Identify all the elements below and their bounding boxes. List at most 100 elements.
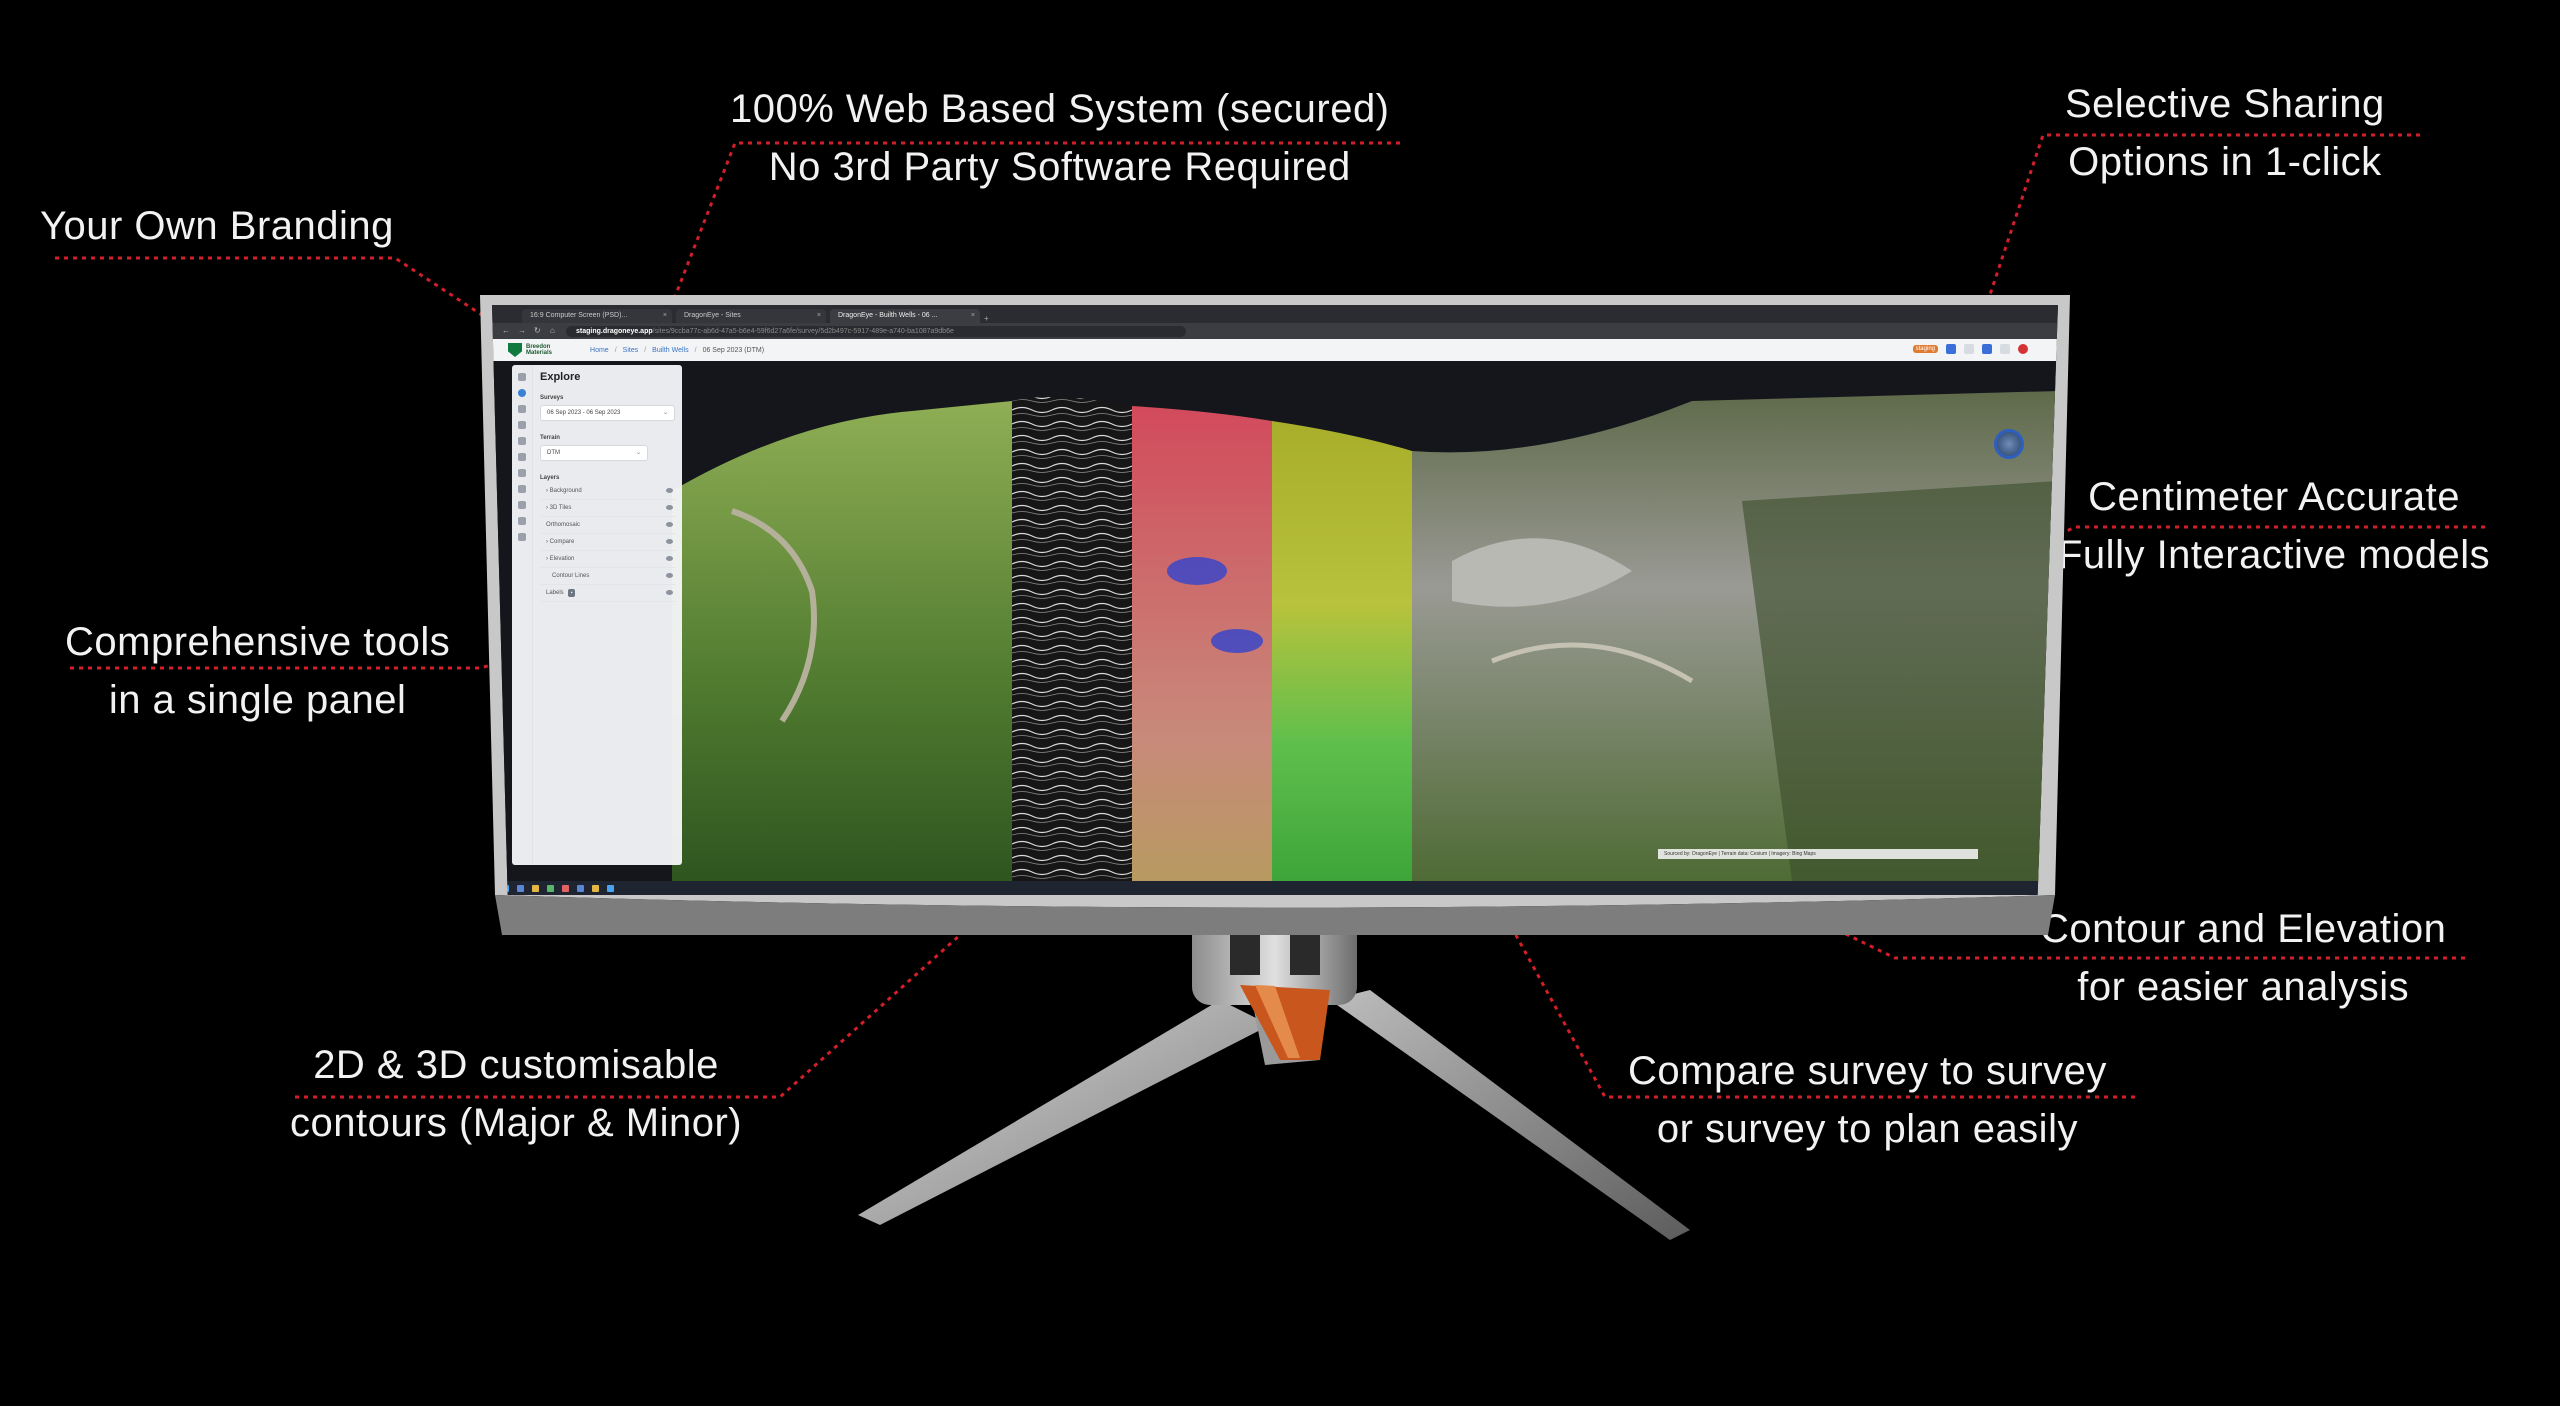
draw-icon[interactable] [518, 421, 526, 429]
url-field[interactable]: staging.dragoneye.app/sites/9ccba77c-ab6… [566, 325, 1186, 337]
staging-badge: staging [1912, 345, 1938, 353]
breadcrumb-sites[interactable]: Sites [622, 346, 639, 354]
history-icon[interactable] [518, 485, 526, 493]
monitor: 16:9 Computer Screen (PSD)... × DragonEy… [480, 295, 2070, 935]
callout-branding: Your Own Branding [40, 197, 394, 255]
layer-label: Labels [546, 590, 564, 596]
callout-contours-line1: 2D & 3D customisable [313, 1043, 719, 1087]
callout-contour-elevation: Contour and Elevation for easier analysi… [2040, 900, 2446, 1016]
browser-icon[interactable] [577, 884, 584, 892]
surveys-select-value: 06 Sep 2023 - 06 Sep 2023 [547, 410, 621, 416]
eye-icon[interactable] [666, 539, 673, 544]
3d-viewport[interactable]: Sourced by: DragonEye | Terrain data: Ce… [492, 361, 2058, 881]
browser-tab-active[interactable]: DragonEye - Builth Wells - 06 ... × [830, 309, 980, 323]
labels-toggle-chip[interactable]: ▪ [567, 589, 576, 597]
callout-contour-line2: for easier analysis [2077, 965, 2410, 1009]
folder-icon[interactable] [532, 884, 539, 892]
breadcrumb-site[interactable]: Builth Wells [652, 346, 689, 354]
header-toolbar: staging [1912, 344, 2028, 354]
eye-icon[interactable] [666, 556, 673, 561]
close-icon[interactable]: × [970, 312, 975, 319]
share-icon[interactable] [1982, 344, 1992, 354]
layer-item[interactable]: Contour Lines [540, 568, 675, 585]
eye-icon[interactable] [666, 590, 673, 595]
explore-icon[interactable] [518, 389, 526, 397]
callout-web-line1: 100% Web Based System (secured) [730, 87, 1390, 131]
layer-label: Contour Lines [552, 573, 590, 579]
layer-item[interactable]: › Compare [540, 534, 675, 551]
callout-compare-line2: or survey to plan easily [1656, 1107, 2078, 1151]
layer-label: Background [549, 488, 582, 494]
record-icon[interactable] [2018, 344, 2028, 354]
layer-item[interactable]: › 3D Tiles [540, 500, 675, 517]
eye-icon[interactable] [666, 522, 673, 527]
reload-icon[interactable]: ↻ [534, 326, 541, 335]
camera-icon[interactable] [518, 517, 526, 525]
layer-item[interactable]: › Elevation [540, 551, 675, 568]
layer-item[interactable]: Labels▪ [540, 585, 675, 602]
close-icon[interactable]: × [662, 312, 667, 319]
brand-logo[interactable]: Breedon Materials [508, 343, 552, 357]
leader-contour [1574, 800, 2465, 960]
user-icon[interactable] [2000, 344, 2010, 354]
document-icon[interactable] [518, 501, 526, 509]
layers-icon[interactable] [1946, 344, 1956, 354]
os-taskbar [492, 881, 2058, 895]
compass-icon[interactable] [1994, 429, 2024, 459]
callout-compare: Compare survey to survey or survey to pl… [1628, 1042, 2107, 1158]
app-icon[interactable] [592, 884, 599, 892]
breadcrumb-home[interactable]: Home [590, 346, 609, 354]
chevron-down-icon: ⌄ [635, 450, 641, 456]
measure-icon[interactable] [1964, 344, 1974, 354]
layer-item[interactable]: › Background [540, 483, 675, 500]
layers-label: Layers [540, 475, 560, 481]
forward-icon[interactable]: → [518, 326, 526, 335]
terrain-icon[interactable] [518, 469, 526, 477]
eye-icon[interactable] [666, 505, 673, 510]
app-icon[interactable] [607, 884, 614, 892]
terrain-label: Terrain [540, 435, 560, 441]
stand-leg-right [1330, 990, 1690, 1240]
volume-icon[interactable] [518, 453, 526, 461]
brand-logo-text: Breedon Materials [526, 344, 552, 356]
callout-contours: 2D & 3D customisable contours (Major & M… [290, 1036, 742, 1152]
layer-label: 3D Tiles [549, 505, 572, 511]
explore-panel-body: Explore Surveys 06 Sep 2023 - 06 Sep 202… [540, 371, 675, 602]
close-icon[interactable]: × [816, 312, 821, 319]
new-tab-icon[interactable]: + [984, 314, 989, 323]
panel-title: Explore [540, 371, 581, 383]
terrain-select[interactable]: DTM ⌄ [540, 445, 648, 461]
breadcrumb: Home/ Sites/ Builth Wells/ 06 Sep 2023 (… [590, 346, 765, 354]
layer-item[interactable]: Orthomosaic [540, 517, 675, 534]
callout-web-based: 100% Web Based System (secured) No 3rd P… [730, 80, 1390, 196]
eye-icon[interactable] [666, 488, 673, 493]
layer-label: Elevation [549, 556, 575, 562]
browser-tab-bar: 16:9 Computer Screen (PSD)... × DragonEy… [492, 305, 2058, 323]
leader-tools [70, 610, 691, 670]
logo-line2: Materials [526, 350, 553, 356]
terrain-render [492, 361, 2058, 881]
settings-icon[interactable] [518, 533, 526, 541]
callout-compare-line1: Compare survey to survey [1628, 1049, 2107, 1093]
tab-label: DragonEye - Builth Wells - 06 ... [838, 312, 938, 319]
measure-tool-icon[interactable] [518, 405, 526, 413]
eye-icon[interactable] [666, 573, 673, 578]
browser-tab[interactable]: DragonEye - Sites × [676, 309, 826, 323]
search-icon[interactable] [517, 884, 524, 892]
tab-label: DragonEye - Sites [684, 312, 741, 319]
callout-accurate: Centimeter Accurate Fully Interactive mo… [2058, 468, 2490, 584]
surveys-select[interactable]: 06 Sep 2023 - 06 Sep 2023 ⌄ [540, 405, 675, 421]
map-attribution: Sourced by: DragonEye | Terrain data: Ce… [1658, 849, 1978, 859]
home-icon[interactable]: ⌂ [550, 326, 555, 335]
callout-contour-line1: Contour and Elevation [2040, 907, 2447, 951]
app-icon[interactable] [547, 884, 554, 892]
menu-icon[interactable] [518, 373, 526, 381]
back-icon[interactable]: ← [502, 326, 510, 335]
browser-tab[interactable]: 16:9 Computer Screen (PSD)... × [522, 309, 672, 323]
layer-label: Compare [549, 539, 575, 545]
app-icon[interactable] [562, 884, 569, 892]
callout-branding-text: Your Own Branding [40, 204, 394, 248]
leader-web-based [658, 141, 1400, 336]
flag-icon[interactable] [518, 437, 526, 445]
